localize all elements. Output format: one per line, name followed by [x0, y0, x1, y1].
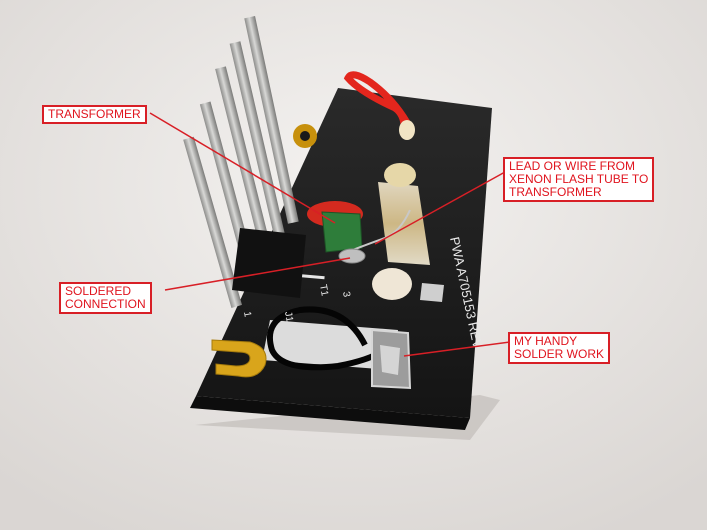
black-wire: [266, 306, 386, 371]
soldered-connection-label-line-2: CONNECTION: [65, 297, 146, 311]
transformer-label-text: TRANSFORMER: [48, 107, 141, 121]
pin-header: [232, 228, 306, 298]
solder-blob: [338, 248, 366, 264]
lead-wire-label: LEAD OR WIRE FROM XENON FLASH TUBE TO TR…: [503, 157, 655, 202]
pin3-text: 3: [340, 291, 352, 299]
tube-cap: [384, 163, 416, 187]
pin1-text: 1: [241, 311, 253, 319]
xenon-tube: [378, 182, 430, 265]
pad-hole: [300, 131, 310, 141]
j1-text: J1: [282, 311, 295, 324]
leader-lines: [149, 112, 511, 357]
wire-insulation: [399, 120, 415, 140]
handy-solder-label-line-1: MY HANDY: [514, 334, 578, 348]
gold-connector: [211, 339, 267, 378]
soldered-connection-label-line-1: SOLDERED: [65, 284, 132, 298]
red-wire: [343, 71, 414, 134]
handy-solder-label-line-2: SOLDER WORK: [514, 347, 605, 361]
transformer-label: TRANSFORMER: [42, 105, 147, 124]
lead-wire-label-line-2: XENON FLASH TUBE TO: [509, 172, 649, 186]
solder-highlight: [380, 345, 400, 375]
handy-solder-label: MY HANDY SOLDER WORK: [508, 332, 611, 364]
silkscreen-pad: [420, 283, 444, 302]
soldered-connection-label: SOLDERED CONNECTION: [59, 282, 152, 314]
t1-text: T1: [317, 284, 330, 298]
component-cap: [372, 268, 412, 300]
board-edge: [190, 396, 470, 430]
lead-wire-label-line-3: TRANSFORMER: [509, 185, 602, 199]
lead-wire-label-line-1: LEAD OR WIRE FROM: [509, 159, 636, 173]
